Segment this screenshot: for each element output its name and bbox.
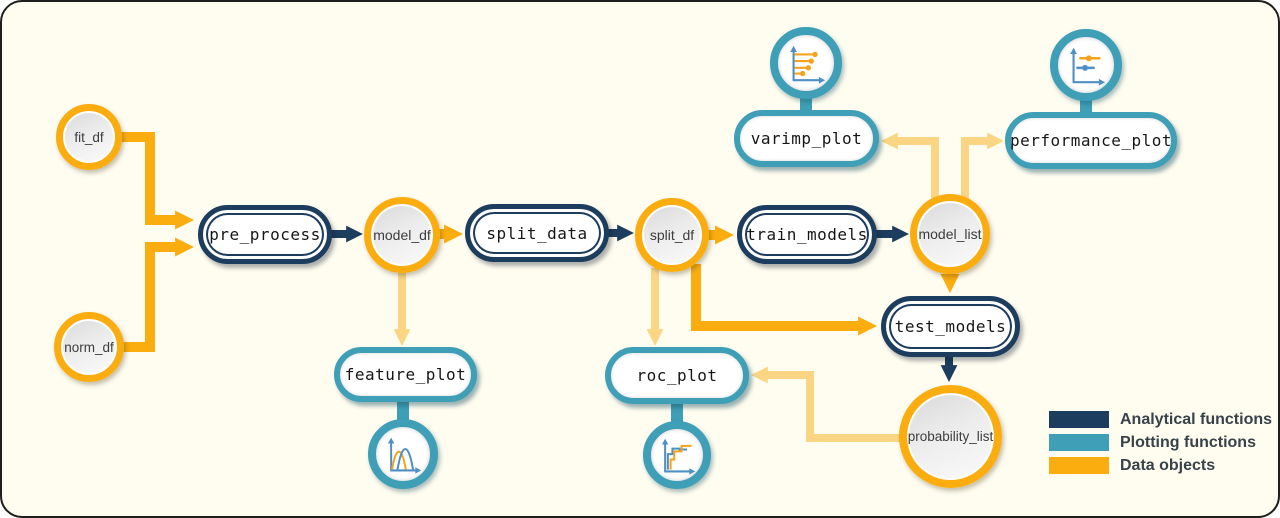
legend-swatch-plotting — [1049, 434, 1109, 451]
point-range-chart-icon — [1070, 47, 1106, 86]
node-roc-plot-label: roc_plot — [636, 366, 718, 385]
node-fit-df[interactable]: fit_df — [56, 104, 122, 170]
node-varimp-plot-label: varimp_plot — [750, 129, 863, 148]
legend-label-plotting: Plotting functions — [1120, 433, 1256, 451]
node-train-models[interactable]: train_models — [737, 205, 877, 264]
node-split-data[interactable]: split_data — [465, 204, 609, 262]
legend-row-data: Data objects — [1049, 457, 1272, 474]
edge-fit-df-to-pre-process — [116, 132, 195, 230]
performance-plot-icon-circle — [1050, 29, 1122, 101]
node-norm-df[interactable]: norm_df — [54, 312, 124, 382]
node-model-df-label: model_df — [373, 227, 431, 243]
varimp-plot-icon-circle — [770, 27, 842, 99]
node-fit-df-label: fit_df — [74, 129, 104, 145]
horizontal-lollipop-chart-icon — [790, 45, 826, 84]
node-pre-process[interactable]: pre_process — [198, 205, 332, 264]
node-model-df[interactable]: model_df — [364, 197, 440, 273]
edge-split-df-to-test-models — [691, 264, 878, 336]
feature-plot-icon-circle — [368, 419, 438, 489]
node-feature-plot-label: feature_plot — [344, 365, 467, 384]
legend-row-plotting: Plotting functions — [1049, 434, 1272, 451]
node-norm-df-label: norm_df — [64, 339, 114, 355]
legend-swatch-data — [1049, 457, 1109, 474]
node-train-models-label: train_models — [746, 225, 868, 244]
node-test-models[interactable]: test_models — [881, 296, 1020, 357]
edge-model-list-to-varimp-plot — [881, 132, 939, 198]
node-varimp-plot[interactable]: varimp_plot — [734, 110, 879, 167]
legend-label-data: Data objects — [1120, 456, 1216, 474]
node-model-list[interactable]: model_list — [910, 194, 990, 274]
node-probability-list[interactable]: probability_list — [899, 385, 1002, 488]
node-pre-process-label: pre_process — [209, 225, 321, 244]
node-test-models-label: test_models — [894, 317, 1007, 336]
node-split-df[interactable]: split_df — [635, 198, 709, 272]
density-curves-chart-icon — [387, 437, 422, 474]
edge-norm-df-to-pre-process — [118, 237, 195, 352]
node-roc-plot[interactable]: roc_plot — [605, 347, 749, 404]
node-split-data-label: split_data — [486, 223, 588, 243]
node-model-list-label: model_list — [918, 226, 982, 242]
legend: Analytical functions Plotting functions … — [1049, 411, 1272, 480]
edge-probability-list-to-roc-plot — [751, 366, 901, 442]
legend-swatch-analytical — [1049, 411, 1109, 428]
node-probability-list-label: probability_list — [907, 429, 994, 444]
edge-model-list-to-performance-plot — [961, 132, 1004, 200]
legend-row-analytical: Analytical functions — [1049, 411, 1272, 428]
roc-plot-icon-circle — [643, 421, 711, 489]
node-performance-plot-label: performance_plot — [1009, 131, 1173, 150]
node-performance-plot[interactable]: performance_plot — [1005, 112, 1177, 169]
legend-label-analytical: Analytical functions — [1120, 410, 1273, 428]
node-split-df-label: split_df — [649, 227, 695, 243]
roc-step-curves-chart-icon — [661, 438, 696, 475]
node-feature-plot[interactable]: feature_plot — [334, 347, 477, 402]
